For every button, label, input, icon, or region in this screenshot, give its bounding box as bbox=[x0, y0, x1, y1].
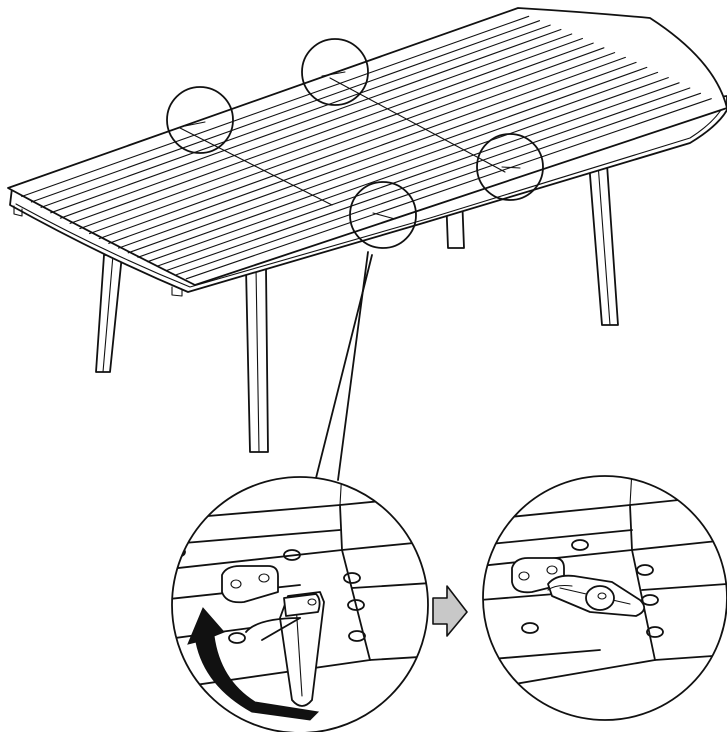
table-leg-back-right bbox=[587, 149, 619, 326]
latch-lever-open bbox=[245, 591, 325, 707]
detail-view-latch-closed bbox=[482, 475, 727, 721]
tabletop-slat bbox=[176, 92, 702, 276]
tabletop-slat bbox=[69, 37, 583, 224]
tabletop-slat bbox=[185, 98, 712, 280]
callout-circle-2 bbox=[301, 38, 369, 106]
tabletop-slat bbox=[98, 52, 616, 240]
tabletop-slats bbox=[21, 15, 712, 280]
tabletop-slat bbox=[59, 33, 573, 219]
tabletop-slat bbox=[79, 42, 594, 230]
latch-hook-plate bbox=[221, 565, 279, 604]
tabletop-slat bbox=[40, 24, 551, 208]
right-arrow-icon bbox=[432, 585, 468, 637]
table-leg-front-left bbox=[95, 254, 123, 373]
latch-lever-closed bbox=[547, 574, 646, 617]
tabletop-slat bbox=[50, 28, 562, 214]
tabletop-slat bbox=[30, 20, 541, 203]
table-leg-front-right bbox=[245, 267, 269, 453]
tabletop-slat bbox=[88, 47, 605, 235]
tabletop-slat bbox=[21, 15, 530, 198]
extension-seam-left bbox=[179, 127, 333, 206]
tabletop-slat bbox=[147, 77, 669, 263]
tabletop-slat bbox=[117, 61, 637, 249]
callout-circle-3 bbox=[476, 133, 544, 201]
tabletop-slat bbox=[127, 66, 648, 254]
tabletop-slat bbox=[166, 87, 691, 271]
detail-view-latch-open bbox=[171, 476, 429, 732]
curved-rotate-arrow-icon bbox=[187, 607, 320, 721]
extendable-table bbox=[7, 7, 727, 453]
tabletop-slat bbox=[108, 56, 626, 244]
tabletop-slat bbox=[137, 71, 659, 258]
bolt-holes-closed bbox=[521, 539, 664, 638]
callout-circle-1 bbox=[166, 86, 234, 154]
tabletop-slat bbox=[156, 82, 680, 267]
callout-circle-4 bbox=[349, 181, 417, 249]
callout-leader-lines bbox=[315, 251, 373, 481]
